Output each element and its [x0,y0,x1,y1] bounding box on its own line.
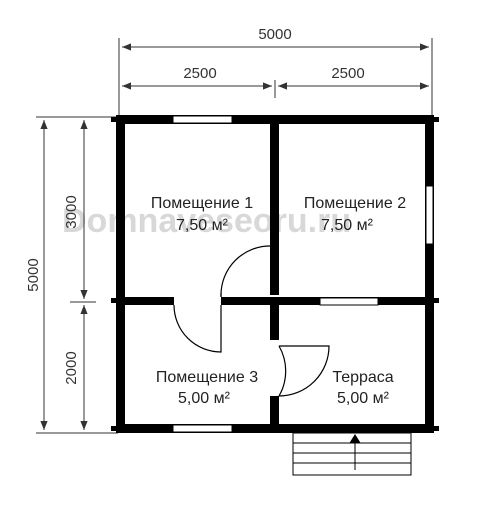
dim-top-total: 5000 [258,26,291,43]
dim-side-upper: 3000 [63,195,80,228]
terrace-name: Терраса [332,369,393,386]
window-bottom [172,424,233,433]
dim-top-right: 2500 [331,65,364,82]
door-room3 [173,304,222,353]
window-top [172,115,233,124]
top-dimensions [118,38,433,115]
watermark: Domnaveseoru.ru [62,202,351,240]
room3-name: Помещение 3 [156,369,258,386]
dim-top-left: 2500 [183,65,216,82]
dim-side-lower: 2000 [63,351,80,384]
dim-side-total: 5000 [25,258,42,291]
entrance-steps [292,432,412,476]
windows [172,115,434,433]
window-right [425,185,434,245]
room1-area: 7,50 м² [176,217,229,234]
terrace-area: 5,00 м² [337,390,390,407]
doors [173,245,330,397]
door-room1 [220,245,271,297]
side-dimensions [36,116,118,434]
door-terrace [278,345,287,397]
window-middle [319,297,379,306]
room1-name: Помещение 1 [151,195,253,212]
room3-area: 5,00 м² [178,390,231,407]
room2-area: 7,50 м² [321,217,374,234]
room2-name: Помещение 2 [304,195,406,212]
